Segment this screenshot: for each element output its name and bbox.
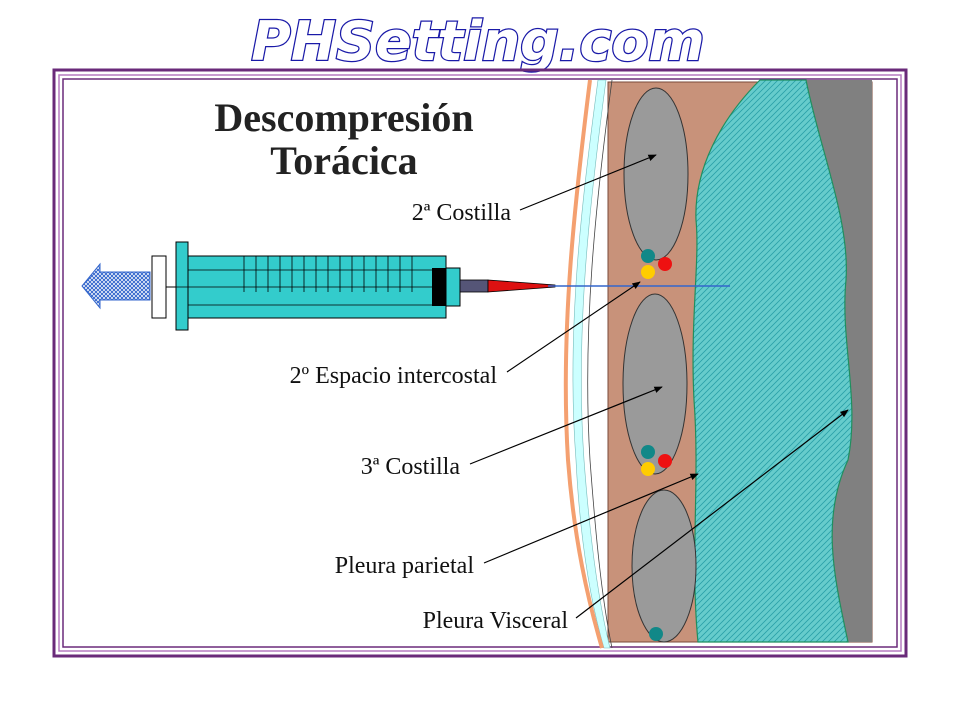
chest-wall-anatomy bbox=[563, 79, 873, 649]
leader-intercostal-space bbox=[506, 281, 641, 373]
rib-4 bbox=[631, 489, 697, 643]
rib-2 bbox=[623, 87, 689, 261]
needle bbox=[487, 279, 556, 293]
neurovascular-bundle-lower bbox=[641, 445, 672, 476]
leader-lines bbox=[469, 154, 849, 619]
plunger-stopper bbox=[432, 268, 446, 306]
neurovascular-vein-bottom bbox=[649, 627, 663, 641]
diagram-title-line1: Descompresión bbox=[214, 95, 473, 140]
neurovascular-bundle-upper bbox=[641, 249, 672, 279]
diagram-title-line2: Torácica bbox=[270, 138, 417, 183]
label-third-rib: 3ª Costilla bbox=[361, 454, 461, 480]
rib-3 bbox=[622, 293, 688, 475]
leader-parietal-pleura bbox=[483, 473, 699, 564]
pull-direction-arrow-icon bbox=[81, 262, 151, 310]
site-logo: PHSetting.com bbox=[251, 10, 704, 73]
plunger-cap bbox=[151, 255, 167, 319]
lung bbox=[692, 79, 853, 643]
label-parietal-pleura: Pleura parietal bbox=[335, 553, 475, 579]
skin-line bbox=[563, 79, 604, 649]
barrel-graduations bbox=[243, 256, 413, 292]
leader-second-rib bbox=[519, 154, 657, 211]
label-second-rib: 2ª Costilla bbox=[412, 200, 512, 226]
leader-visceral-pleura bbox=[575, 409, 849, 619]
needle-hub bbox=[459, 279, 489, 293]
syringe-flange bbox=[175, 241, 189, 331]
slide-frame bbox=[52, 68, 908, 658]
label-visceral-pleura: Pleura Visceral bbox=[423, 608, 569, 634]
leader-third-rib bbox=[469, 386, 663, 465]
label-intercostal-space: 2º Espacio intercostal bbox=[290, 363, 498, 389]
syringe bbox=[81, 241, 730, 331]
syringe-tip bbox=[445, 267, 461, 307]
mediastinum bbox=[806, 80, 872, 642]
